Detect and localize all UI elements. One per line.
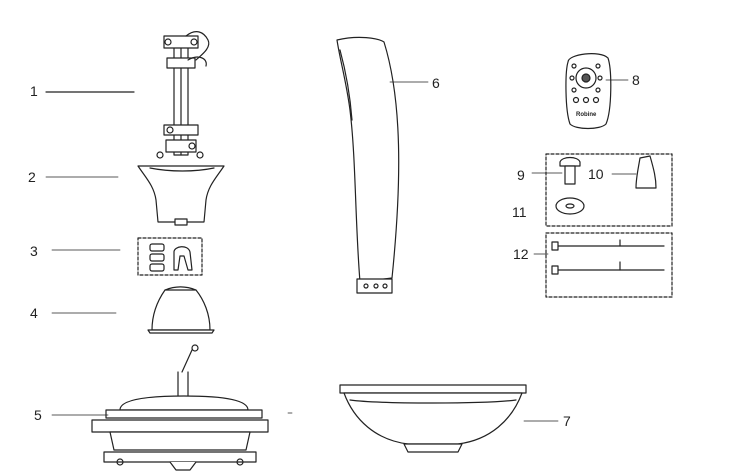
- label-part-5: 5: [34, 407, 42, 423]
- part-balancing-clip: [611, 155, 657, 189]
- part-pull-rods: [533, 232, 673, 298]
- part-numbers: 1 2 3 4 5 6 7 8 9 10 11 12 Robine: [28, 72, 640, 429]
- remote-brand-text: Robine: [576, 112, 597, 118]
- part-screw: [531, 156, 581, 185]
- label-part-2: 2: [28, 169, 36, 185]
- part-downrod: [45, 31, 210, 156]
- part-motor-housing: [51, 344, 293, 471]
- part-bracket-set: [51, 237, 203, 276]
- label-part-6: 6: [432, 75, 440, 91]
- part-coupling-cover: [51, 286, 215, 334]
- part-canopy: [45, 151, 225, 226]
- part-blade: [336, 36, 429, 294]
- label-part-4: 4: [30, 305, 38, 321]
- label-part-10: 10: [588, 166, 604, 182]
- label-part-1: 1: [30, 83, 38, 99]
- label-part-9: 9: [517, 167, 525, 183]
- part-remote: [565, 53, 629, 130]
- label-part-12: 12: [513, 246, 529, 262]
- label-part-8: 8: [632, 72, 640, 88]
- part-washer: [555, 197, 585, 215]
- part-hardware-box: [531, 153, 673, 227]
- label-part-11: 11: [512, 204, 527, 220]
- label-part-7: 7: [563, 413, 571, 429]
- label-part-3: 3: [30, 243, 38, 259]
- part-light-bowl: [339, 384, 559, 453]
